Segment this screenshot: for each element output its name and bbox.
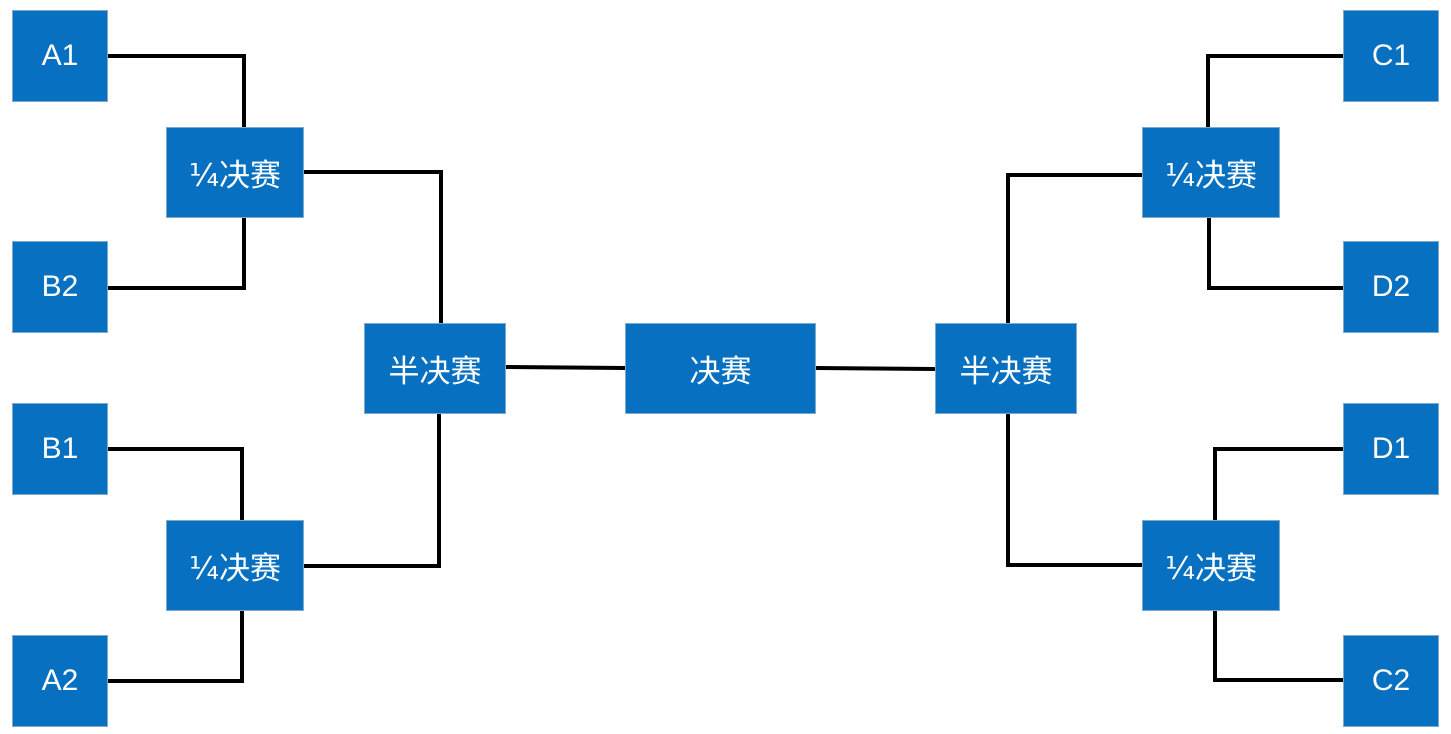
quarterfinal-left-top-label: ¼决赛 bbox=[188, 158, 282, 194]
quarterfinal-right-top-label: ¼决赛 bbox=[1164, 158, 1258, 194]
connector-qf-left-bottom-sf bbox=[304, 414, 441, 568]
connector-b2-qf bbox=[108, 218, 246, 290]
quarterfinal-right-bottom-label: ¼决赛 bbox=[1164, 551, 1258, 587]
connector-c2-qf bbox=[1213, 611, 1343, 682]
connector-sf-left-final bbox=[505, 365, 626, 370]
connector-d2-qf bbox=[1207, 218, 1343, 290]
semifinal-right-label: 半决赛 bbox=[959, 354, 1053, 390]
connector-qf-right-top-sf bbox=[1006, 173, 1142, 323]
connector-d1-qf bbox=[1213, 447, 1343, 520]
connector-a2-qf bbox=[108, 611, 244, 683]
connector-qf-right-bottom-sf bbox=[1006, 414, 1142, 567]
connector-qf-left-top-sf bbox=[304, 170, 443, 323]
team-b1-label: B1 bbox=[41, 432, 79, 465]
semifinal-right-box: 半决赛 bbox=[935, 323, 1077, 414]
quarterfinal-left-bottom-box: ¼决赛 bbox=[166, 520, 304, 611]
connector-c1-qf bbox=[1206, 54, 1343, 127]
quarterfinal-left-top-box: ¼决赛 bbox=[166, 127, 304, 218]
semifinal-left-box: 半决赛 bbox=[364, 323, 506, 414]
team-c1-box: C1 bbox=[1343, 10, 1439, 102]
semifinal-left-label: 半决赛 bbox=[388, 354, 482, 390]
team-a1-label: A1 bbox=[41, 39, 79, 72]
final-box: 决赛 bbox=[625, 323, 816, 414]
team-d2-box: D2 bbox=[1343, 241, 1439, 333]
connector-b1-qf bbox=[108, 447, 244, 520]
quarterfinal-right-bottom-box: ¼决赛 bbox=[1142, 520, 1280, 611]
team-a2-label: A2 bbox=[41, 664, 79, 697]
team-a1-box: A1 bbox=[12, 10, 108, 102]
quarterfinal-right-top-box: ¼决赛 bbox=[1142, 127, 1280, 218]
team-d2-label: D2 bbox=[1371, 270, 1411, 303]
team-b1-box: B1 bbox=[12, 403, 108, 495]
connector-final-sf-right bbox=[815, 366, 936, 371]
final-label: 决赛 bbox=[689, 354, 752, 390]
team-a2-box: A2 bbox=[12, 635, 108, 727]
team-c2-label: C2 bbox=[1371, 664, 1411, 697]
team-c2-box: C2 bbox=[1343, 635, 1439, 727]
team-d1-label: D1 bbox=[1371, 432, 1411, 465]
connector-a1-qf bbox=[108, 54, 246, 127]
team-d1-box: D1 bbox=[1343, 403, 1439, 495]
team-b2-box: B2 bbox=[12, 241, 108, 333]
quarterfinal-left-bottom-label: ¼决赛 bbox=[188, 551, 282, 587]
team-b2-label: B2 bbox=[41, 270, 79, 303]
team-c1-label: C1 bbox=[1371, 39, 1411, 72]
